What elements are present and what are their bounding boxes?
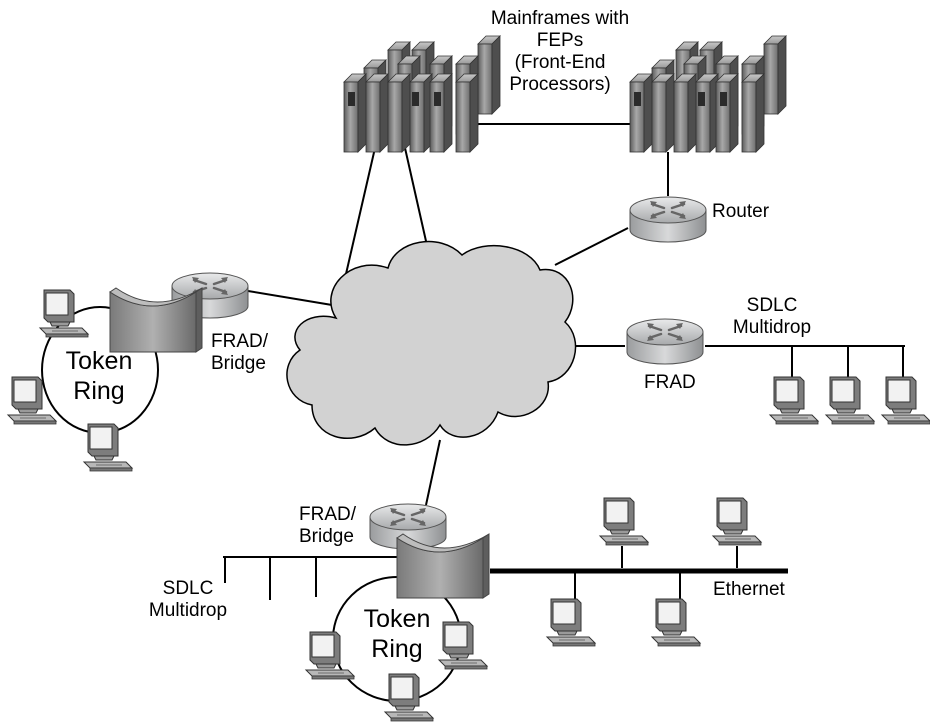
computer-icon — [825, 376, 875, 425]
token-ring-bottom-label: Token Ring — [352, 604, 442, 664]
router-label-text: Router — [712, 201, 770, 222]
token-ring-left-label: Token Ring — [54, 346, 144, 406]
mainframes-label-line4: Processors) — [509, 73, 611, 95]
sdlc-bottom-label-line1: SDLC — [162, 578, 214, 599]
router-icon — [628, 195, 708, 244]
sdlc-right-label-line2: Multidrop — [732, 316, 812, 338]
frad-bridge-left-line2: Bridge — [211, 352, 266, 374]
token-ring-bottom-line1: Token — [363, 605, 431, 633]
computer-icon — [438, 621, 488, 670]
ethernet-label: Ethernet — [713, 579, 785, 601]
router-label: Router — [712, 201, 769, 223]
computer-icon — [712, 497, 762, 546]
computer-icon — [384, 673, 434, 722]
frad-bridge-bottom-line1: FRAD/ — [299, 504, 356, 525]
frad-label-text: FRAD — [644, 372, 696, 393]
computer-icon — [39, 289, 89, 338]
mainframes-label-line3: (Front-End — [514, 51, 606, 73]
bridge-icon — [396, 533, 490, 599]
mainframes-label: Mainframes with FEPs (Front-End Processo… — [470, 8, 650, 95]
mainframe-icon — [629, 35, 787, 153]
computer-icon — [546, 598, 596, 647]
computer-icon — [305, 631, 355, 680]
computer-icon — [599, 497, 649, 546]
sdlc-bottom-label: SDLC Multidrop — [138, 578, 238, 622]
router-icon — [625, 317, 705, 366]
computer-icon — [651, 598, 701, 647]
frad-label: FRAD — [644, 372, 696, 394]
bridge-icon — [109, 287, 203, 353]
sdlc-right-label-line1: SDLC — [746, 295, 798, 316]
mainframes-label-line1: Mainframes with — [490, 8, 630, 29]
sdlc-bottom-label-line2: Multidrop — [148, 599, 228, 621]
token-ring-bottom-line2: Ring — [371, 635, 423, 663]
mainframe-icon — [343, 35, 501, 153]
sdlc-right-label: SDLC Multidrop — [722, 295, 822, 339]
computer-icon — [83, 423, 133, 472]
computer-icon — [881, 376, 930, 425]
ethernet-label-text: Ethernet — [713, 579, 785, 600]
wan-cloud-icon — [286, 240, 577, 446]
frad-bridge-bottom-line2: Bridge — [299, 525, 354, 547]
token-ring-left-line2: Ring — [73, 377, 125, 405]
frad-bridge-bottom-label: FRAD/ Bridge — [299, 504, 356, 548]
token-ring-left-line1: Token — [65, 347, 133, 375]
mainframes-label-line2: FEPs — [536, 29, 584, 51]
frad-bridge-left-label: FRAD/ Bridge — [211, 331, 268, 375]
frad-bridge-left-line1: FRAD/ — [211, 331, 268, 352]
computer-icon — [769, 376, 819, 425]
